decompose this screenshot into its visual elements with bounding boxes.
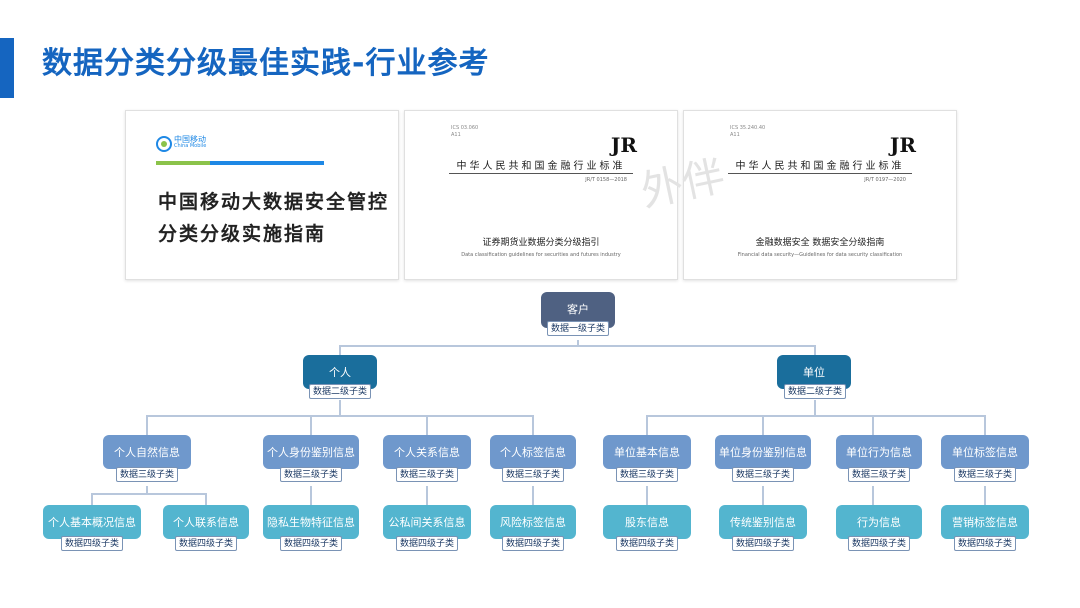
tree-node-level2: 单位标签信息 [941, 435, 1029, 469]
doc-ics-code: ICS 35.240.40 A11 [730, 125, 766, 138]
node-tag: 数据四级子类 [502, 536, 564, 551]
node-tag: 数据三级子类 [732, 467, 794, 482]
doc-divider [449, 173, 633, 174]
jr-logo: JR [889, 133, 916, 157]
node-label: 单位基本信息 [614, 446, 680, 459]
doc-title-line2: 分类分级实施指南 [158, 223, 327, 245]
node-label: 个人 [329, 366, 351, 379]
tree-node-level3: 个人基本概况信息 [43, 505, 141, 539]
doc-subtitle: Financial data security—Guidelines for d… [737, 252, 903, 258]
china-mobile-logo-icon [156, 136, 172, 152]
node-tag: 数据一级子类 [547, 321, 609, 336]
blue-divider [210, 161, 324, 165]
node-tag: 数据三级子类 [502, 467, 564, 482]
node-label: 单位行为信息 [846, 446, 912, 459]
doc-card-jr-securities: ICS 03.060 A11 JR 中华人民共和国金融行业标准 JR/T 015… [404, 110, 678, 280]
node-label: 个人关系信息 [394, 446, 460, 459]
doc-standard-type: 中华人民共和国金融行业标准 [456, 161, 626, 172]
doc-ics-code: ICS 03.060 A11 [451, 125, 479, 138]
tree-node-level3: 营销标签信息 [941, 505, 1029, 539]
tree-node-level2: 个人自然信息 [103, 435, 191, 469]
doc-standard-number: JR/T 0158—2018 [585, 177, 627, 183]
tree-node-level3: 隐私生物特征信息 [263, 505, 359, 539]
node-label: 风险标签信息 [500, 516, 566, 529]
node-tag: 数据三级子类 [954, 467, 1016, 482]
node-label: 公私间关系信息 [388, 516, 466, 529]
doc-standard-number: JR/T 0197—2020 [864, 177, 906, 183]
node-tag: 数据四级子类 [61, 536, 123, 551]
node-tag: 数据三级子类 [396, 467, 458, 482]
node-tag: 数据四级子类 [280, 536, 342, 551]
china-mobile-logo-text: 中国移动 [174, 135, 206, 144]
node-tag: 数据四级子类 [616, 536, 678, 551]
tree-node-level3: 公私间关系信息 [383, 505, 471, 539]
node-label: 个人自然信息 [114, 446, 180, 459]
node-label: 股东信息 [625, 516, 669, 529]
doc-title-line1: 中国移动大数据安全管控 [158, 191, 390, 213]
tree-node-level3: 传统鉴别信息 [719, 505, 807, 539]
node-label: 传统鉴别信息 [730, 516, 796, 529]
node-label: 行为信息 [857, 516, 901, 529]
doc-divider [728, 173, 912, 174]
node-tag: 数据四级子类 [175, 536, 237, 551]
doc-subtitle: Data classification guidelines for secur… [461, 252, 621, 258]
jr-logo: JR [610, 133, 637, 157]
doc-standard-type: 中华人民共和国金融行业标准 [735, 161, 905, 172]
node-tag: 数据二级子类 [784, 384, 846, 399]
node-tag: 数据四级子类 [954, 536, 1016, 551]
page-title: 数据分类分级最佳实践-行业参考 [42, 46, 490, 81]
tree-node-level3: 行为信息 [836, 505, 922, 539]
node-tag: 数据三级子类 [616, 467, 678, 482]
node-tag: 数据三级子类 [116, 467, 178, 482]
node-tag: 数据四级子类 [396, 536, 458, 551]
tree-node-level2: 单位基本信息 [603, 435, 691, 469]
node-tag: 数据四级子类 [848, 536, 910, 551]
green-divider [156, 161, 210, 165]
title-accent-bar [0, 38, 14, 98]
node-label: 客户 [567, 303, 589, 316]
tree-node-level1: 单位 [777, 355, 851, 389]
doc-card-jr-finance: ICS 35.240.40 A11 JR 中华人民共和国金融行业标准 JR/T … [683, 110, 957, 280]
node-label: 单位身份鉴别信息 [719, 446, 807, 459]
node-label: 隐私生物特征信息 [267, 516, 355, 529]
doc-card-china-mobile: 中国移动 China Mobile 中国移动大数据安全管控 分类分级实施指南 [125, 110, 399, 280]
node-tag: 数据三级子类 [280, 467, 342, 482]
tree-node-level2: 单位身份鉴别信息 [715, 435, 811, 469]
node-tag: 数据四级子类 [732, 536, 794, 551]
tree-node-level2: 个人身份鉴别信息 [263, 435, 359, 469]
node-label: 单位标签信息 [952, 446, 1018, 459]
tree-node-level3: 股东信息 [603, 505, 691, 539]
tree-node-level3: 个人联系信息 [163, 505, 249, 539]
china-mobile-logo-en: China Mobile [174, 143, 207, 149]
node-label: 营销标签信息 [952, 516, 1018, 529]
node-tag: 数据三级子类 [848, 467, 910, 482]
node-label: 单位 [803, 366, 825, 379]
doc-title: 证券期货业数据分类分级指引 [482, 238, 600, 248]
tree-node-level2: 个人关系信息 [383, 435, 471, 469]
tree-node-level2: 单位行为信息 [836, 435, 922, 469]
node-label: 个人标签信息 [500, 446, 566, 459]
tree-node-level3: 风险标签信息 [490, 505, 576, 539]
doc-title: 金融数据安全 数据安全分级指南 [755, 238, 885, 248]
node-label: 个人联系信息 [173, 516, 239, 529]
tree-node-level2: 个人标签信息 [490, 435, 576, 469]
node-tag: 数据二级子类 [309, 384, 371, 399]
tree-node-level1: 个人 [303, 355, 377, 389]
node-label: 个人基本概况信息 [48, 516, 136, 529]
node-label: 个人身份鉴别信息 [267, 446, 355, 459]
